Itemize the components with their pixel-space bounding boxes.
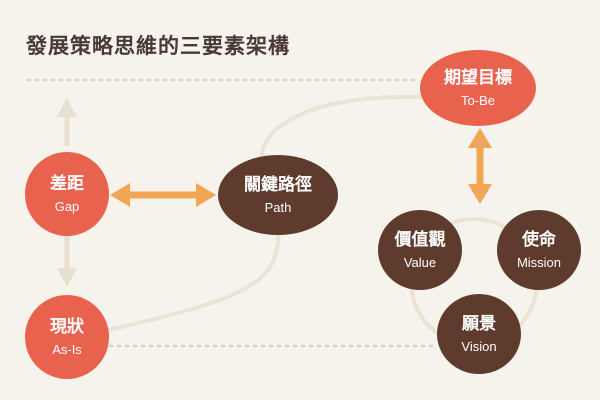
gap-path-arrow xyxy=(110,183,216,207)
as-is-label-en: As-Is xyxy=(52,342,82,358)
gap-label-zh: 差距 xyxy=(50,173,84,194)
mission-label-zh: 使命 xyxy=(522,229,556,250)
path-node: 關鍵路徑 Path xyxy=(218,155,338,235)
to-be-label-zh: 期望目標 xyxy=(444,67,512,88)
as-is-node: 現狀 As-Is xyxy=(25,295,109,379)
vision-label-en: Vision xyxy=(461,339,497,355)
to-be-node: 期望目標 To-Be xyxy=(420,50,536,126)
value-label-zh: 價值觀 xyxy=(394,229,446,250)
gap-range-arrow xyxy=(57,98,77,287)
gap-node: 差距 Gap xyxy=(25,152,109,236)
path-label-en: Path xyxy=(264,200,292,216)
vision-label-zh: 願景 xyxy=(462,313,496,334)
to-be-label-en: To-Be xyxy=(461,93,495,109)
value-node: 價值觀 Value xyxy=(378,210,462,290)
diagram-title: 發展策略思維的三要素架構 xyxy=(26,34,290,58)
tobe-values-arrow xyxy=(468,128,492,204)
mission-node: 使命 Mission xyxy=(497,210,581,290)
path-label-zh: 關鍵路徑 xyxy=(244,174,312,195)
mission-label-en: Mission xyxy=(516,255,562,271)
vision-node: 願景 Vision xyxy=(437,294,521,374)
gap-label-en: Gap xyxy=(54,199,80,215)
as-is-label-zh: 現狀 xyxy=(50,316,84,337)
value-label-en: Value xyxy=(403,255,437,271)
